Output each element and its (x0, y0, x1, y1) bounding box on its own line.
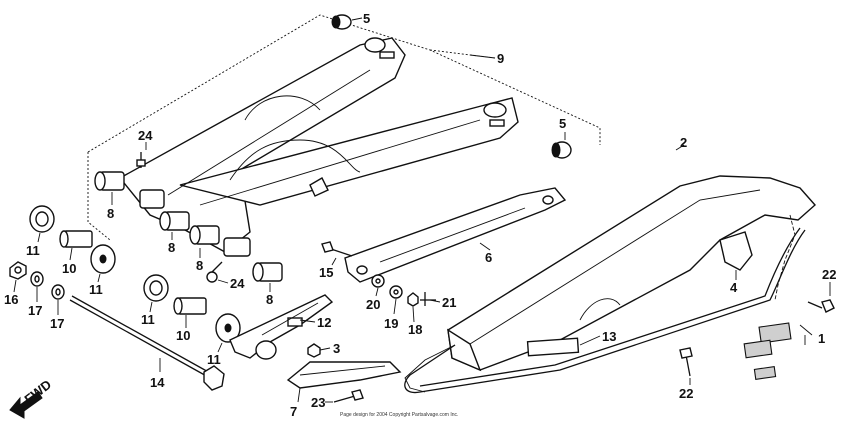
callout-8c: 8 (196, 258, 203, 273)
collar-right-lower (173, 297, 207, 315)
fwd-arrow-icon (9, 391, 43, 419)
washer-17b (51, 284, 65, 300)
bolt-15 (321, 241, 353, 257)
pivot-bolt (69, 295, 225, 391)
callout-20: 20 (366, 297, 380, 312)
callout-13: 13 (602, 329, 616, 344)
bolt-3 (307, 343, 321, 358)
chain-case (447, 175, 816, 372)
callout-11c: 11 (141, 312, 155, 327)
callout-16: 16 (4, 292, 18, 307)
bolt-22-lower (679, 347, 693, 377)
leader-lines (13, 17, 831, 403)
callout-10b: 10 (176, 328, 190, 343)
callout-5b: 5 (559, 116, 566, 131)
callout-12: 12 (317, 315, 331, 330)
seal-right-lower (143, 274, 169, 302)
bushing-left-upper (90, 244, 116, 274)
chain-guide (286, 361, 402, 389)
swingarm (118, 37, 519, 253)
callout-11a: 11 (26, 243, 40, 258)
fwd-label: FWD (22, 377, 55, 407)
callout-24a: 24 (138, 128, 153, 143)
torque-link (344, 187, 567, 283)
callout-11d: 11 (207, 352, 221, 367)
pivot-nut (9, 261, 27, 280)
chain-slider (229, 294, 334, 360)
washer-17a (30, 271, 44, 287)
callout-23: 23 (311, 395, 325, 410)
callout-19: 19 (384, 316, 398, 331)
callout-10a: 10 (62, 261, 76, 276)
nut-18 (407, 292, 419, 307)
callouts: 5 9 5 24 8 8 8 24 8 11 10 11 16 17 17 11… (4, 11, 836, 419)
bushing-right-lower (215, 313, 241, 343)
caution-labels (743, 322, 792, 380)
bolt-23 (333, 389, 364, 403)
rear-bushing-lower (551, 141, 572, 159)
callout-9: 9 (497, 51, 504, 66)
seal-left-upper (29, 205, 55, 233)
callout-5a: 5 (363, 11, 370, 26)
callout-18: 18 (408, 322, 422, 337)
callout-22b: 22 (679, 386, 693, 401)
rear-bushing-upper (331, 14, 352, 30)
callout-24b: 24 (230, 276, 245, 291)
washer-19 (389, 285, 403, 299)
callout-1: 1 (818, 331, 825, 346)
callout-17a: 17 (28, 303, 42, 318)
grease-fitting-lower (206, 261, 223, 283)
cotter-pin-21 (420, 292, 436, 306)
callout-8a: 8 (107, 206, 114, 221)
callout-2: 2 (680, 135, 687, 150)
callout-7: 7 (290, 404, 297, 419)
drive-chain (404, 214, 806, 394)
grease-fitting-upper (136, 152, 146, 168)
copyright-notice: Page design for 2004 Copyright Partsalva… (340, 412, 458, 418)
pivot-bushings (94, 171, 283, 282)
callout-3: 3 (333, 341, 340, 356)
bolt-22-upper (807, 299, 835, 313)
collar-left-upper (59, 230, 93, 248)
callout-17b: 17 (50, 316, 64, 331)
callout-21: 21 (442, 295, 456, 310)
callout-11b: 11 (89, 282, 103, 297)
washer-20 (371, 274, 385, 288)
callout-14: 14 (150, 375, 165, 390)
callout-8d: 8 (266, 292, 273, 307)
callout-15: 15 (319, 265, 333, 280)
callout-22a: 22 (822, 267, 836, 282)
callout-6: 6 (485, 250, 492, 265)
callout-4: 4 (730, 280, 738, 295)
callout-8b: 8 (168, 240, 175, 255)
swingarm-assembly-outline (87, 14, 601, 241)
